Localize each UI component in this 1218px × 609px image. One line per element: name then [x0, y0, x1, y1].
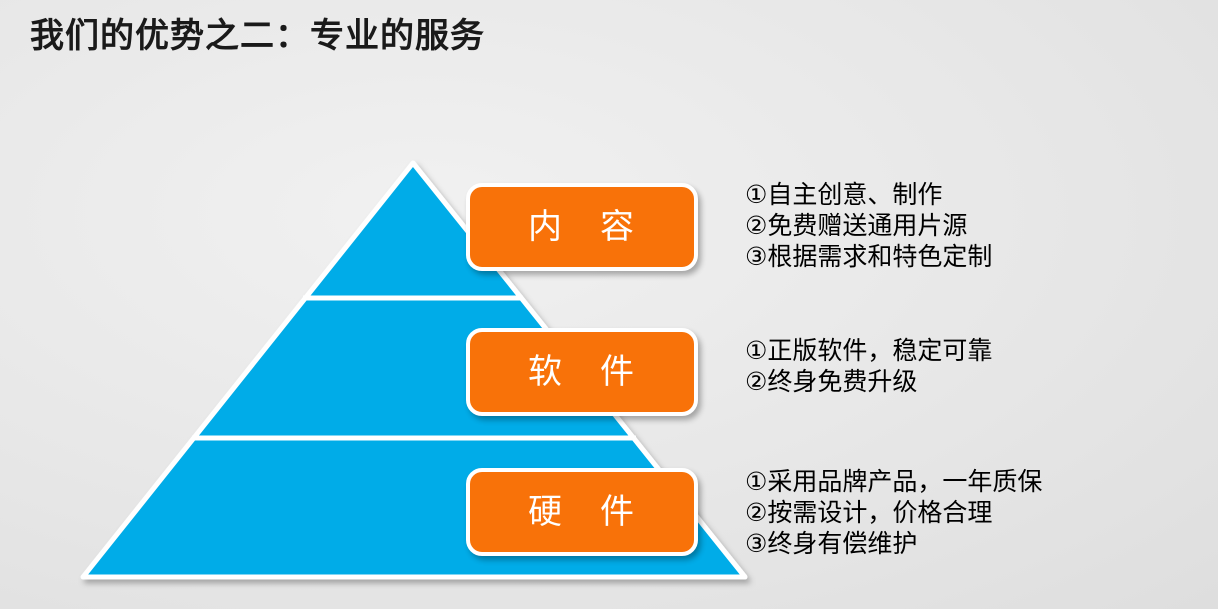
note-line: ②免费赠送通用片源 [745, 212, 968, 240]
note-line: ③根据需求和特色定制 [745, 243, 993, 271]
notes-hardware: ①采用品牌产品，一年质保 ②按需设计，价格合理 ③终身有偿维护 [745, 467, 1042, 560]
tier-box-hardware: 硬 件 [466, 468, 698, 556]
notes-software: ①正版软件，稳定可靠 ②终身免费升级 [745, 336, 992, 398]
note-line: ③终身有偿维护 [745, 530, 918, 558]
tier-label-hardware: 硬 件 [528, 493, 636, 531]
note-line: ②按需设计，价格合理 [745, 499, 993, 527]
note-line: ②终身免费升级 [745, 368, 918, 396]
notes-content: ①自主创意、制作 ②免费赠送通用片源 ③根据需求和特色定制 [745, 180, 992, 273]
slide-title: 我们的优势之二：专业的服务 [30, 17, 485, 55]
note-line: ①自主创意、制作 [745, 181, 943, 209]
note-line: ①正版软件，稳定可靠 [745, 337, 993, 365]
tier-label-software: 软 件 [528, 353, 636, 391]
note-line: ①采用品牌产品，一年质保 [745, 468, 1043, 496]
tier-box-content: 内 容 [466, 183, 698, 271]
tier-box-software: 软 件 [466, 328, 698, 416]
tier-label-content: 内 容 [528, 208, 636, 246]
